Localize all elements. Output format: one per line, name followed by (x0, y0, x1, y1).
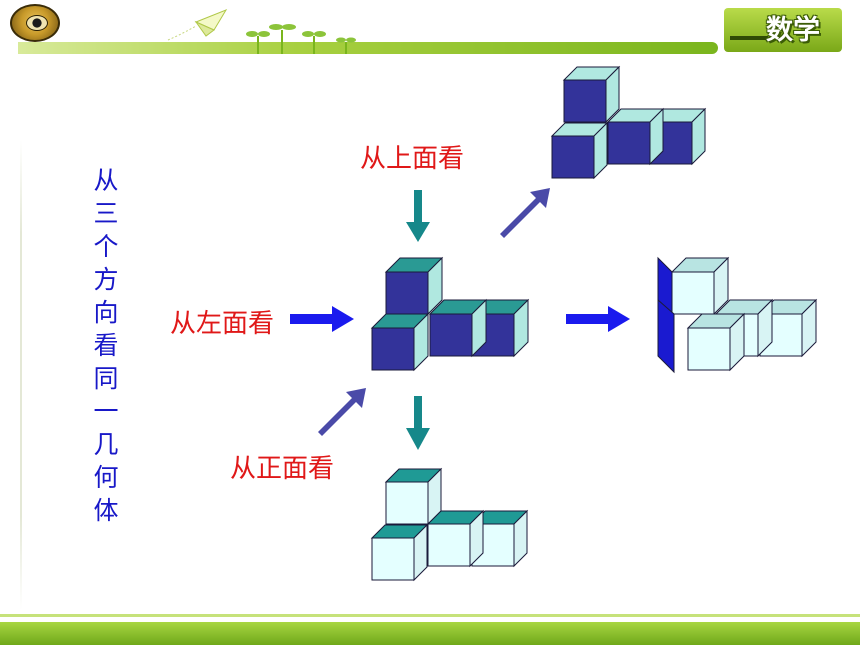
footer-bar (0, 622, 860, 645)
arrow-right-to-left-view (566, 306, 630, 332)
cube-side-face (713, 256, 729, 316)
title-char: 一 (93, 397, 119, 426)
subject-badge (724, 8, 842, 52)
top-view-shape (550, 65, 707, 180)
cube-side-face (513, 298, 529, 358)
cube-front-face (371, 537, 415, 581)
cube-side-face (801, 298, 817, 358)
label-from-top: 从上面看 (360, 144, 465, 174)
cube-front-face (385, 271, 429, 315)
subject-underline (730, 36, 768, 40)
title-char: 三 (93, 199, 119, 228)
cube-side-face (729, 312, 745, 372)
cube-front-face (607, 121, 651, 165)
title-char: 看 (93, 331, 119, 360)
front-view-shape (370, 467, 529, 582)
cube-front-face (385, 481, 429, 525)
title-char: 几 (93, 430, 119, 459)
logo-emblem-icon (26, 15, 48, 31)
label-from-front: 从正面看 (230, 454, 335, 484)
arrow-up-to-top-view (500, 188, 550, 238)
arrow-down-to-front-view (406, 396, 430, 450)
cube-side-face (413, 312, 429, 372)
left-divider (20, 140, 22, 610)
cube-side-face (413, 523, 428, 582)
cube-side-face (605, 65, 620, 124)
label-from-left: 从左面看 (170, 309, 275, 339)
sprout-icon (246, 24, 356, 54)
title-char: 同 (93, 364, 119, 393)
school-logo (10, 4, 60, 42)
cube-side-face (593, 121, 608, 180)
footer-line (0, 614, 860, 617)
left-view-shape (657, 256, 818, 374)
cube-front-face (551, 135, 595, 179)
cube-side-face (469, 509, 484, 568)
arrow-from-left (290, 306, 354, 332)
header-bar (18, 42, 718, 54)
cube-side-face (513, 509, 528, 568)
title-char: 向 (93, 298, 119, 327)
cube-front-face (371, 327, 415, 371)
title-char: 从 (93, 166, 119, 195)
cube-side-face (427, 256, 443, 316)
cube-front-face (427, 523, 471, 567)
title-char: 个 (93, 232, 119, 261)
cube-side-face (757, 298, 773, 358)
left-view-edge (657, 298, 675, 374)
title-char: 何 (93, 463, 119, 492)
cube-front-face (563, 79, 607, 123)
arrow-from-front (318, 388, 366, 436)
cube-side-face (691, 107, 706, 166)
subject-label: 数学 (766, 15, 820, 45)
central-solid (370, 256, 530, 372)
cube-front-face (429, 313, 473, 357)
vertical-title: 从 三 个 方 向 看 同 一 几 何 体 (88, 164, 124, 527)
paper-plane-icon (167, 8, 228, 41)
cube-side-face (471, 298, 487, 358)
title-char: 体 (93, 496, 119, 525)
cube-front-face (687, 327, 731, 371)
arrow-from-top (406, 190, 430, 242)
cube-side-face (649, 107, 664, 166)
cube-front-face (671, 271, 715, 315)
title-char: 方 (93, 265, 119, 294)
